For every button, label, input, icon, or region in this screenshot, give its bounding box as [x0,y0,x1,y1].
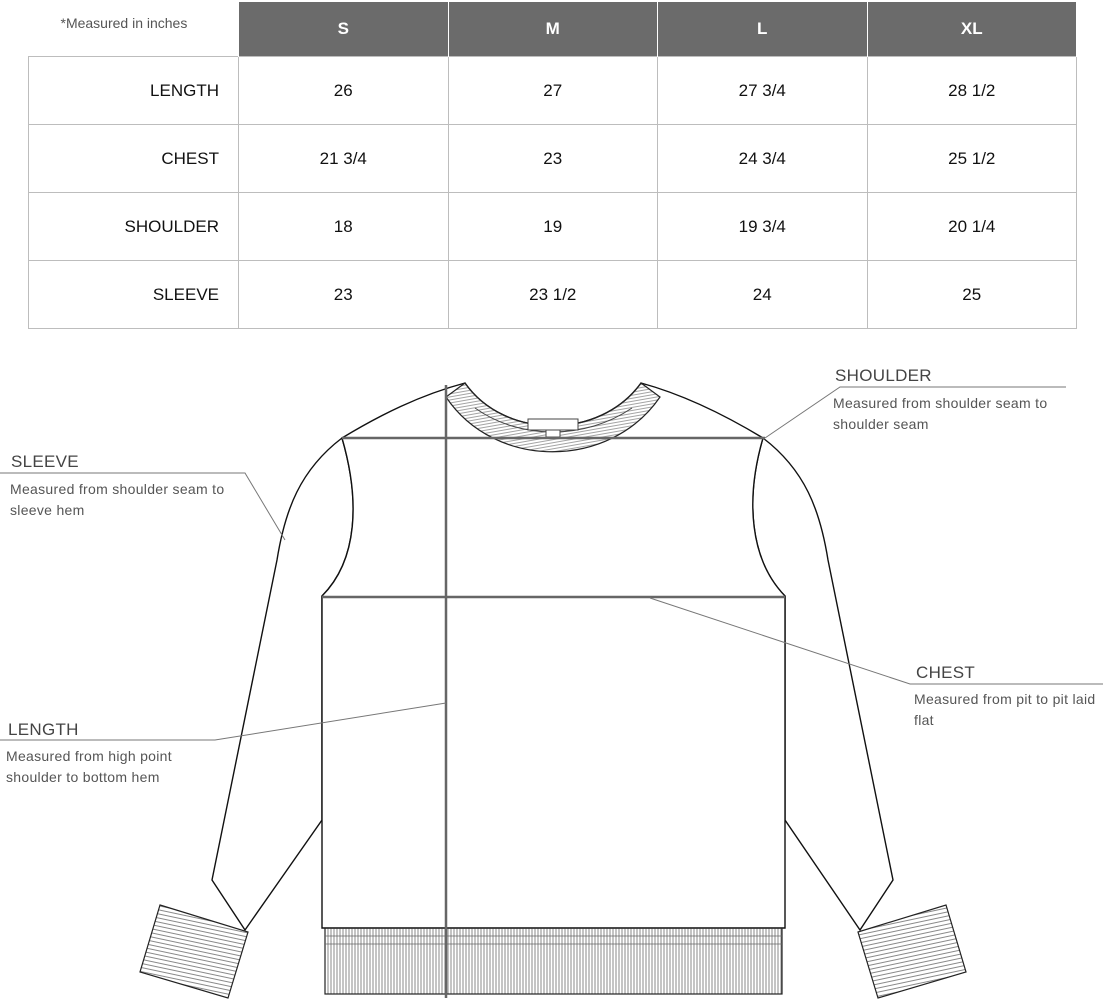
measurement-lines [322,385,785,998]
table-cell: 24 [657,260,868,329]
measurement-note: *Measured in inches [28,2,239,57]
neck-label-tab [545,429,561,438]
size-header-row: *Measured in inches S M L XL [28,2,1077,57]
shoulder-leader [764,386,1066,439]
table-cell: 25 [866,260,1077,329]
waist-rib [324,927,783,995]
row-label-chest: CHEST [28,124,239,193]
row-label-length: LENGTH [28,56,239,125]
size-header-l: L [657,2,868,57]
table-row: LENGTH 26 27 27 3/4 28 1/2 [28,56,1077,125]
shoulder-callout-title: SHOULDER [835,366,932,385]
length-callout-title: LENGTH [8,720,79,739]
table-cell: 20 1/4 [866,192,1077,261]
table-row: SHOULDER 18 19 19 3/4 20 1/4 [28,192,1077,261]
neck-label [527,418,579,431]
row-label-sleeve: SLEEVE [28,260,239,329]
right-cuff [857,904,967,999]
table-cell: 27 [447,56,658,125]
size-header-xl: XL [866,2,1077,57]
chest-callout-desc: Measured from pit to pit laid flat [914,691,1096,728]
table-cell: 18 [238,192,449,261]
length-callout-desc: Measured from high point shoulder to bot… [6,748,172,785]
length-leader [0,702,447,741]
table-cell: 26 [238,56,449,125]
leader-lines [0,386,1103,741]
table-cell: 23 [447,124,658,193]
table-cell: 25 1/2 [866,124,1077,193]
table-cell: 23 1/2 [447,260,658,329]
table-cell: 19 [447,192,658,261]
sleeve-callout-title: SLEEVE [11,452,79,471]
table-cell: 24 3/4 [657,124,868,193]
size-header-m: M [447,2,658,57]
chest-callout-title: CHEST [916,663,976,682]
table-cell: 21 3/4 [238,124,449,193]
body [321,382,786,929]
left-cuff [139,904,249,999]
table-row: SLEEVE 23 23 1/2 24 25 [28,260,1077,329]
sleeve-leader [0,472,286,541]
chest-leader [649,597,1103,685]
table-row: CHEST 21 3/4 23 24 3/4 25 1/2 [28,124,1077,193]
size-chart-table: *Measured in inches S M L XL LENGTH 26 2… [28,2,1077,329]
row-label-shoulder: SHOULDER [28,192,239,261]
table-cell: 23 [238,260,449,329]
shoulder-callout-desc: Measured from shoulder seam to shoulder … [833,395,1048,432]
sleeve-callout-desc: Measured from shoulder seam to sleeve he… [10,481,225,518]
sweatshirt-outline [211,382,894,932]
size-header-s: S [238,2,449,57]
table-cell: 27 3/4 [657,56,868,125]
table-cell: 28 1/2 [866,56,1077,125]
table-cell: 19 3/4 [657,192,868,261]
